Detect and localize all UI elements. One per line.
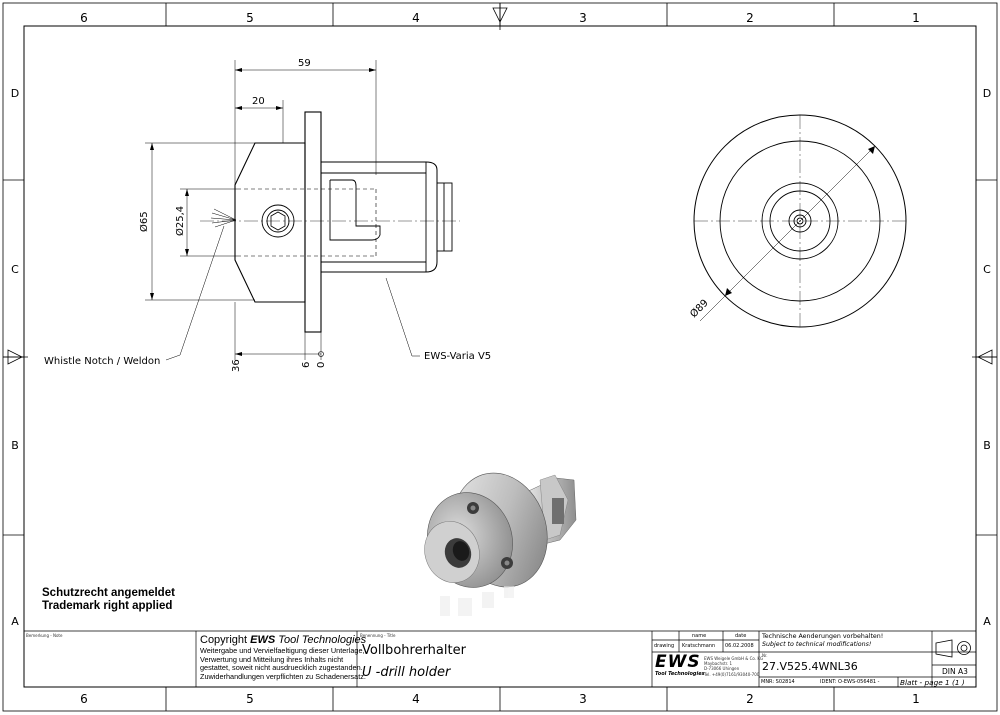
part-number: 27.V525.4WNL36 <box>762 660 858 673</box>
sheet-number: Blatt - page 1 (1 ) <box>900 678 965 687</box>
centering-mark-right <box>972 349 997 365</box>
mnr-number: MNR: S02814 <box>761 679 795 685</box>
centering-mark-left <box>3 349 28 365</box>
row-label-right: D <box>983 87 991 100</box>
dim-6: 6 <box>301 362 312 368</box>
modification-notice-en: Subject to technical modifications! <box>762 641 872 648</box>
format-label: DIN A3 <box>942 667 968 676</box>
col-label-bottom: 6 <box>80 692 88 706</box>
drawing-date: 06.02.2008 <box>725 643 754 649</box>
col-label-bottom: 3 <box>579 692 587 706</box>
col-label-bottom: 1 <box>912 692 920 706</box>
row-label-left: D <box>11 87 19 100</box>
copyright-line: Verwertung und Mitteilung ihres Inhalts … <box>200 654 344 664</box>
title-label: Benennung - Title <box>360 633 396 638</box>
dim-59: 59 <box>298 58 311 69</box>
col-label-top: 3 <box>579 11 587 25</box>
col-label-bottom: 2 <box>746 692 754 706</box>
callout-whistle-notch: Whistle Notch / Weldon <box>44 356 160 367</box>
copyright-brand: EWS <box>250 634 276 646</box>
drawing-name: Kratschmann <box>682 643 716 649</box>
copyright-prefix: Copyright <box>200 634 251 646</box>
dim-36: 36 <box>231 359 242 372</box>
date-header: date <box>735 633 747 639</box>
dim-dia-65: Ø65 <box>138 211 150 232</box>
company-line: Tel. +49(0)7161/93040-700 <box>704 671 760 677</box>
company-address: EWS Weigele GmbH & Co. KG Maybachstr. 1 … <box>704 656 763 677</box>
copyright-line: Weitergabe und Vervielfaeltigung dieser … <box>200 646 365 655</box>
copyright-line: gestattet, soweit nicht ausdruecklich zu… <box>200 663 363 673</box>
company-line: EWS Weigele GmbH & Co. KG <box>704 656 764 661</box>
callout-ews-varia: EWS-Varia V5 <box>424 351 491 362</box>
title-english: U -drill holder <box>362 665 451 680</box>
ident-number: IDENT: O-EWS-056481 - <box>820 679 880 685</box>
notice-line-en: Trademark right applied <box>42 600 173 612</box>
dim-0: 0 <box>316 362 327 368</box>
col-label-top: 4 <box>412 11 420 25</box>
note-label: Bemerkung - Note <box>26 633 63 638</box>
ews-logo: EWS Tool Technologies <box>655 652 705 678</box>
copyright-suffix: Tool Technologies <box>275 634 367 646</box>
row-label-right: B <box>983 439 991 452</box>
row-label-right: A <box>983 615 991 628</box>
trademark-notice: Schutzrecht angemeldet Trademark right a… <box>42 587 175 613</box>
copyright-block: Copyright EWS Tool Technologies Weiterga… <box>200 634 366 681</box>
ews-logo-text: EWS <box>655 652 701 672</box>
company-line: Maybachstr. 1 <box>704 661 733 667</box>
ews-logo-sub: Tool Technologies <box>655 671 705 677</box>
nr-label: Nr. <box>762 653 768 658</box>
modification-notice: Technische Aenderungen vorbehalten! Subj… <box>762 633 883 649</box>
side-view <box>145 60 460 361</box>
centering-mark-top <box>492 3 508 30</box>
col-label-bottom: 4 <box>412 692 420 706</box>
drawing-label: drawing <box>654 643 675 649</box>
isometric-render <box>424 472 577 616</box>
row-label-left: A <box>11 615 19 628</box>
copyright-line: Zuwiderhandlungen verpflichten zu Schade… <box>200 671 366 681</box>
title-german: Vollbohrerhalter <box>362 643 466 658</box>
col-label-top: 2 <box>746 11 754 25</box>
col-label-top: 6 <box>80 11 88 25</box>
copyright-heading: Copyright EWS Tool Technologies <box>200 634 366 647</box>
notice-line-de: Schutzrecht angemeldet <box>42 587 175 599</box>
col-label-top: 5 <box>246 11 254 25</box>
front-view <box>693 114 907 328</box>
dim-dia-25-4: Ø25,4 <box>174 206 186 236</box>
modification-notice-de: Technische Aenderungen vorbehalten! <box>762 633 884 640</box>
col-label-top: 1 <box>912 11 920 25</box>
row-label-right: C <box>983 263 991 276</box>
col-label-bottom: 5 <box>246 692 254 706</box>
row-label-left: B <box>11 439 19 452</box>
row-label-left: C <box>11 263 19 276</box>
dim-20: 20 <box>252 96 265 107</box>
name-header: name <box>692 633 707 639</box>
dim-dia-89: Ø89 <box>688 297 711 320</box>
company-line: D-73066 Uhingen <box>704 666 740 672</box>
